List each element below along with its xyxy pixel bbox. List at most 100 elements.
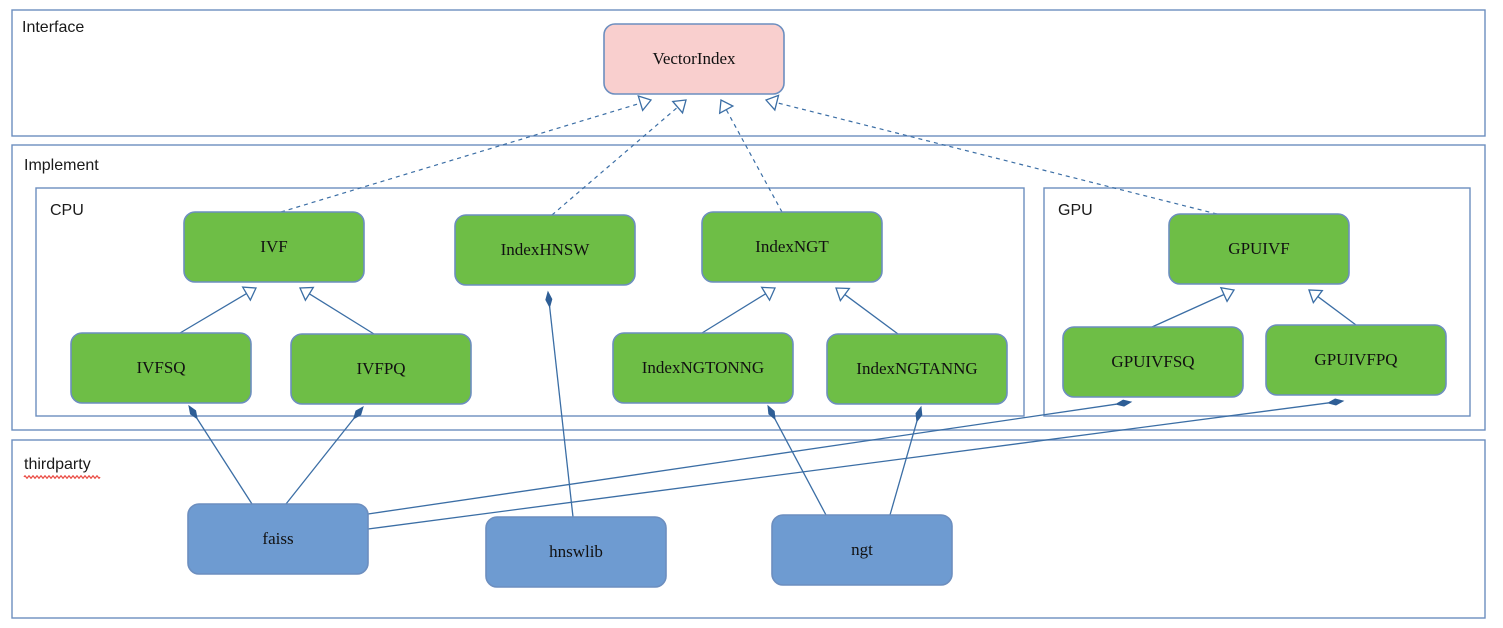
- node-indexngtonng[interactable]: IndexNGTONNG: [612, 332, 794, 404]
- node-box-gpuivfsq[interactable]: [1062, 326, 1244, 398]
- edge-line-e-onng-ngt: [701, 293, 766, 334]
- node-box-hnswlib[interactable]: [485, 516, 667, 588]
- edge-ivfsq-to-ivf: [179, 286, 257, 334]
- container-label-implement: Implement: [24, 157, 99, 174]
- edge-line-e-ivfsq-ivf: [179, 293, 247, 334]
- container-label-interface: Interface: [22, 19, 84, 36]
- node-label-indexngt: IndexNGT: [755, 237, 829, 256]
- node-label-indexhnsw: IndexHNSW: [501, 240, 591, 259]
- node-box-indexngtanng[interactable]: [826, 333, 1008, 405]
- node-ngt[interactable]: ngt: [771, 514, 953, 586]
- node-label-ngt: ngt: [851, 540, 873, 559]
- edge-line-e-ivf-vi: [280, 102, 641, 213]
- edge-faiss-to-gpuivfsq: [367, 399, 1133, 515]
- edge-line-e-hnsw-vi: [551, 106, 679, 216]
- edge-ivf-to-vectorindex: [280, 95, 653, 213]
- node-box-faiss[interactable]: [187, 503, 369, 575]
- node-label-gpuivf: GPUIVF: [1228, 239, 1289, 258]
- container-label-thirdparty: thirdparty: [24, 456, 91, 473]
- edge-faiss-to-ivfpq: [285, 405, 364, 505]
- inheritance-arrow-icon-e-gsq-gpuivf: [1219, 286, 1236, 303]
- edge-line-e-faiss-ivfpq: [285, 418, 355, 505]
- edge-line-e-ivfpq-ivf: [308, 293, 375, 335]
- inheritance-arrow-icon-e-anng-ngt: [835, 287, 851, 302]
- edge-line-e-hnswlib-hnsw: [549, 306, 574, 518]
- edge-gpuivf-to-vectorindex: [764, 94, 1218, 215]
- edge-indexngtanng-to-indexngt: [835, 287, 899, 335]
- edge-hnswlib-to-indexhnsw: [545, 290, 574, 518]
- edge-line-e-ngt-anng: [889, 421, 918, 516]
- node-box-ivf[interactable]: [183, 211, 365, 283]
- node-gpuivfpq[interactable]: GPUIVFPQ: [1265, 324, 1447, 396]
- container-label-gpu: GPU: [1058, 202, 1093, 219]
- inheritance-arrow-icon-e-ivfsq-ivf: [241, 286, 257, 302]
- node-box-gpuivf[interactable]: [1168, 213, 1350, 285]
- edge-gpuivfsq-to-gpuivf: [1151, 286, 1236, 328]
- node-label-ivfsq: IVFSQ: [136, 358, 185, 377]
- node-box-indexngtonng[interactable]: [612, 332, 794, 404]
- node-label-gpuivfsq: GPUIVFSQ: [1111, 352, 1194, 371]
- node-label-indexngtonng: IndexNGTONNG: [642, 358, 764, 377]
- node-box-ivfsq[interactable]: [70, 332, 252, 404]
- node-label-ivf: IVF: [260, 237, 287, 256]
- node-box-indexhnsw[interactable]: [454, 214, 636, 286]
- node-indexngtanng[interactable]: IndexNGTANNG: [826, 333, 1008, 405]
- node-ivf[interactable]: IVF: [183, 211, 365, 283]
- inheritance-arrow-icon-e-hnsw-vi: [671, 99, 687, 115]
- edge-line-e-faiss-ivfsq: [196, 418, 253, 505]
- composition-diamond-icon-e-faiss-gpuivfsq: [1114, 399, 1133, 407]
- node-faiss[interactable]: faiss: [187, 503, 369, 575]
- node-box-indexngt[interactable]: [701, 211, 883, 283]
- inheritance-arrow-icon-e-onng-ngt: [760, 286, 776, 302]
- edge-faiss-to-ivfsq: [188, 404, 253, 505]
- edge-layer: [179, 94, 1357, 530]
- edge-line-e-gsq-gpuivf: [1151, 293, 1225, 328]
- node-hnswlib[interactable]: hnswlib: [485, 516, 667, 588]
- edge-line-e-faiss-gpuivfpq: [367, 402, 1329, 530]
- spellcheck-underline-icon: [23, 475, 101, 479]
- node-indexngt[interactable]: IndexNGT: [701, 211, 883, 283]
- edge-faiss-to-gpuivfpq: [367, 398, 1345, 530]
- node-gpuivfsq[interactable]: GPUIVFSQ: [1062, 326, 1244, 398]
- edge-line-e-ngt-vi: [725, 109, 783, 213]
- composition-diamond-icon-e-ngt-onng: [767, 404, 776, 421]
- node-label-ivfpq: IVFPQ: [356, 359, 405, 378]
- node-label-indexngtanng: IndexNGTANNG: [856, 359, 977, 378]
- composition-diamond-icon-e-faiss-ivfpq: [352, 405, 364, 420]
- node-ivfpq[interactable]: IVFPQ: [290, 333, 472, 405]
- composition-diamond-icon-e-hnswlib-hnsw: [545, 290, 553, 309]
- container-label-cpu: CPU: [50, 202, 84, 219]
- composition-diamond-icon-e-faiss-ivfsq: [188, 404, 198, 420]
- inheritance-arrow-icon-e-ivfpq-ivf: [299, 286, 315, 302]
- node-box-gpuivfpq[interactable]: [1265, 324, 1447, 396]
- edge-line-e-anng-ngt: [844, 294, 899, 335]
- edge-line-e-faiss-gpuivfsq: [367, 403, 1117, 515]
- edge-line-e-gpq-gpuivf: [1317, 296, 1357, 326]
- node-box-ngt[interactable]: [771, 514, 953, 586]
- inheritance-arrow-icon-e-gpq-gpuivf: [1308, 289, 1324, 304]
- node-label-gpuivfpq: GPUIVFPQ: [1314, 350, 1397, 369]
- edge-line-e-ngt-onng: [774, 418, 827, 516]
- node-box-ivfpq[interactable]: [290, 333, 472, 405]
- edge-indexhnsw-to-vectorindex: [551, 99, 687, 216]
- edge-indexngt-to-vectorindex: [718, 98, 783, 213]
- node-box-vectorindex[interactable]: [603, 23, 785, 95]
- edge-line-e-gpuivf-vi: [776, 102, 1218, 215]
- inheritance-arrow-icon-e-ngt-vi: [718, 98, 735, 115]
- node-label-vectorindex: VectorIndex: [652, 49, 736, 68]
- node-gpuivf[interactable]: GPUIVF: [1168, 213, 1350, 285]
- node-vectorindex[interactable]: VectorIndex: [603, 23, 785, 95]
- edge-indexngtonng-to-indexngt: [701, 286, 776, 334]
- edge-gpuivfpq-to-gpuivf: [1308, 289, 1357, 326]
- node-label-hnswlib: hnswlib: [549, 542, 603, 561]
- inheritance-arrow-icon-e-ivf-vi: [637, 95, 653, 112]
- edge-ngt-to-indexngtanng: [889, 405, 923, 516]
- composition-diamond-icon-e-ngt-anng: [915, 405, 923, 423]
- node-indexhnsw[interactable]: IndexHNSW: [454, 214, 636, 286]
- node-ivfsq[interactable]: IVFSQ: [70, 332, 252, 404]
- edge-ngt-to-indexngtonng: [767, 404, 827, 516]
- node-label-faiss: faiss: [262, 529, 293, 548]
